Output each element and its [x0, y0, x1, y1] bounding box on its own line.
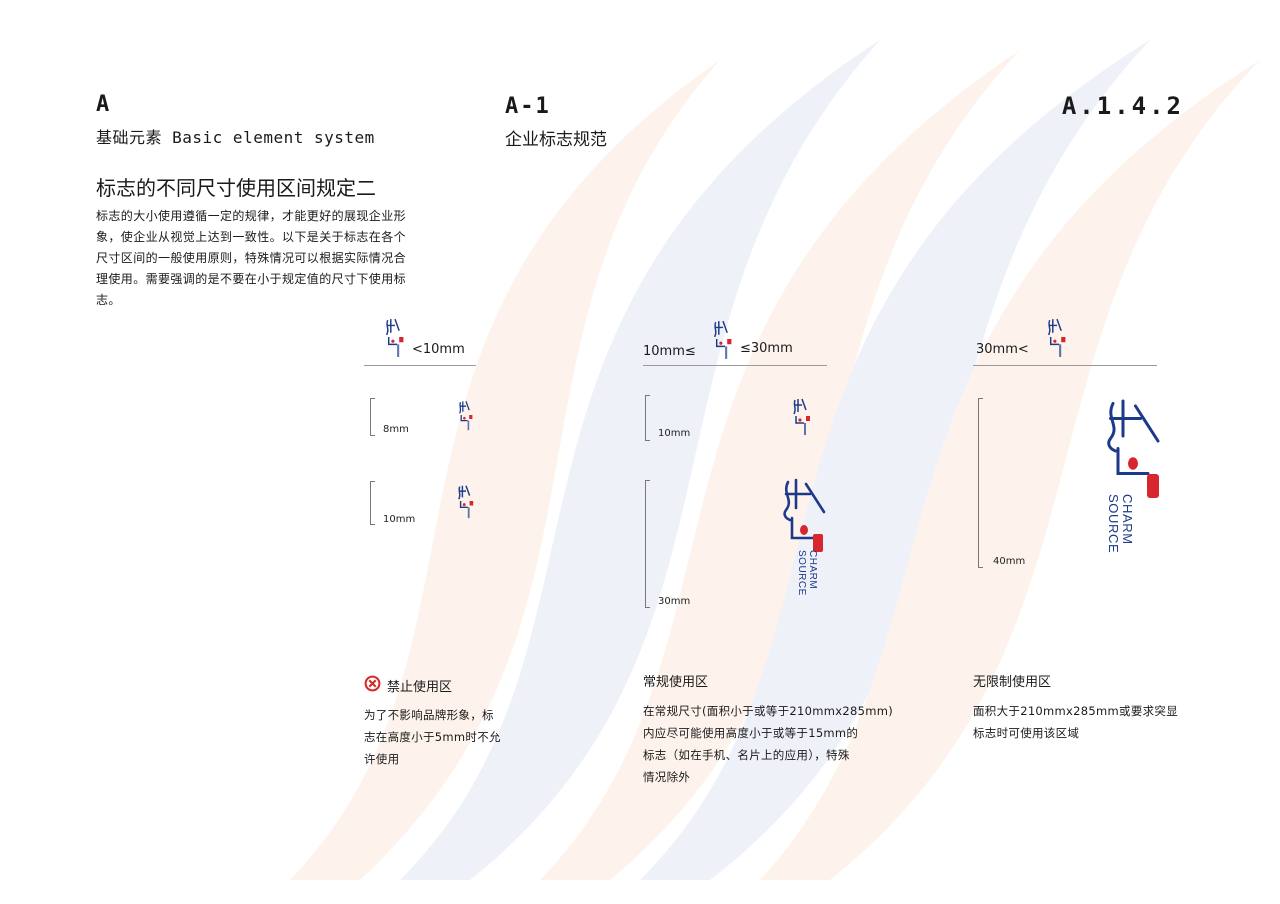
zone-title-regular: 常规使用区 [643, 675, 709, 690]
logo-sample-40mm: CHARM SOURCE [1103, 396, 1167, 568]
dimension-bracket [370, 398, 375, 436]
forbidden-icon [364, 675, 381, 692]
logo-wordmark: CHARM SOURCE [796, 550, 818, 596]
dimension-label: 40mm [993, 556, 1026, 567]
range-divider [973, 365, 1157, 366]
logo-mark-icon [1107, 399, 1160, 475]
logo-wordmark: CHARM SOURCE [1106, 494, 1135, 554]
dimension-label: 8mm [383, 424, 409, 435]
range-label-forbidden: <10mm [412, 342, 465, 357]
dimension-label: 30mm [658, 596, 691, 607]
intro-paragraph: 标志的大小使用遵循一定的规律，才能更好的展现企业形象，使企业从视觉上达到一致性。… [96, 209, 407, 307]
subsection-title: 企业标志规范 [505, 130, 607, 150]
brand-badge [813, 534, 823, 552]
logo-sample-30mm: CHARM SOURCE [780, 478, 830, 608]
page-heading: 标志的不同尺寸使用区间规定二 [96, 176, 376, 200]
range-label-regular-max: ≤30mm [740, 341, 793, 356]
logo-mark-icon [713, 320, 732, 359]
logo-sample-10mm [458, 485, 474, 519]
logo-mark-icon [783, 478, 826, 540]
dimension-bracket [645, 395, 650, 441]
dimension-label: 10mm [383, 514, 416, 525]
logo-sample-10mm [793, 398, 810, 435]
section-title: 基础元素 Basic element system [96, 128, 375, 147]
subsection-code: A-1 [505, 94, 551, 119]
zone-desc-unlimited: 面积大于210mmx285mm或要求突显 标志时可使用该区域 [973, 704, 1179, 740]
zone-desc-forbidden: 为了不影响品牌形象，标 志在高度小于5mm时不允 许使用 [364, 708, 501, 766]
section-letter: A [96, 92, 110, 117]
brand-badge [1147, 474, 1159, 498]
zone-desc-regular: 在常规尺寸(面积小于或等于210mmx285mm) 内应尽可能使用高度小于或等于… [643, 704, 893, 784]
page-code: A.1.4.2 [1061, 92, 1184, 120]
zone-title-unlimited: 无限制使用区 [973, 675, 1052, 690]
logo-mark-icon [385, 318, 404, 357]
logo-sample-8mm [459, 401, 473, 431]
range-label-unlimited: 30mm< [976, 342, 1029, 357]
range-divider [643, 365, 827, 366]
dimension-bracket [645, 480, 650, 608]
dimension-bracket [370, 481, 375, 525]
zone-title-forbidden: 禁止使用区 [387, 680, 453, 695]
range-label-regular-min: 10mm≤ [643, 344, 696, 359]
range-divider [364, 365, 476, 366]
dimension-bracket [978, 398, 983, 568]
dimension-label: 10mm [658, 428, 691, 439]
logo-mark-icon [1047, 318, 1066, 357]
